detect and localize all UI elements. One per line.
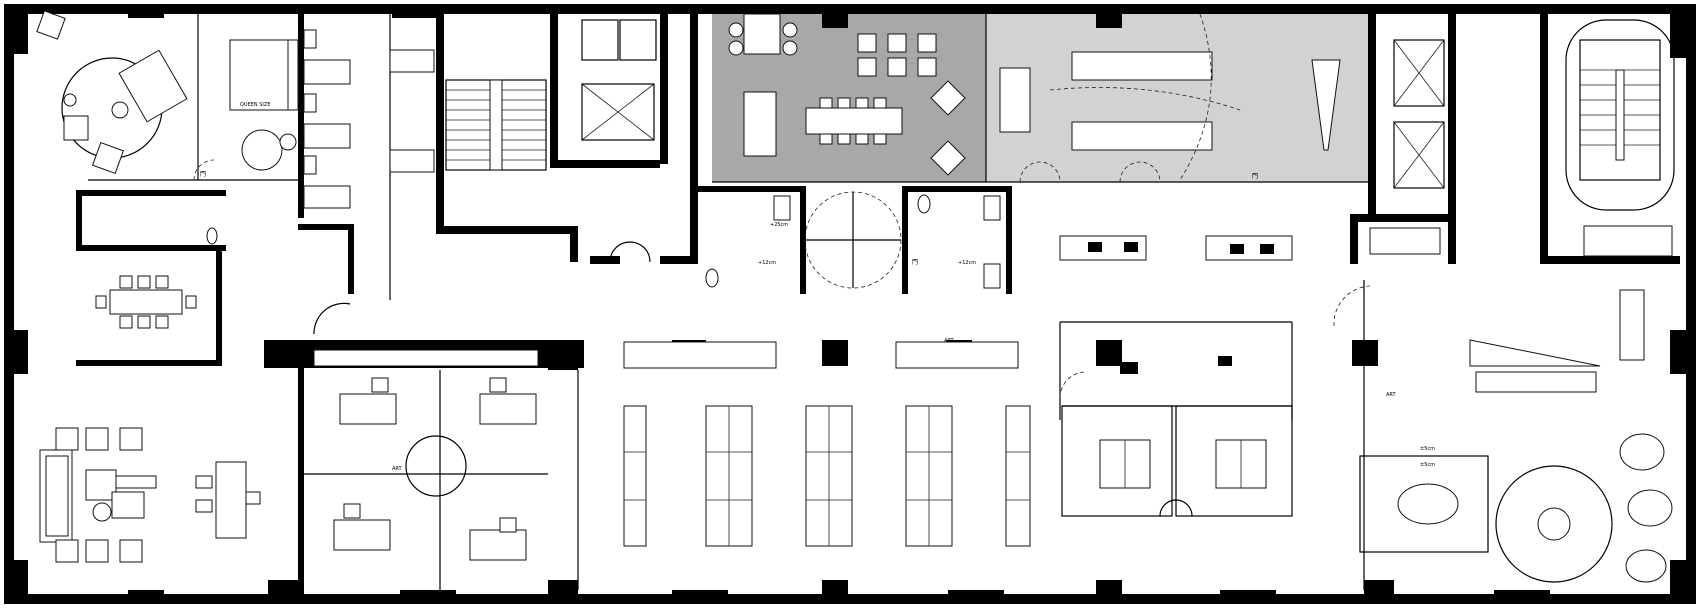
storage-cabinets: ART ART ART xyxy=(313,225,1673,472)
right-meeting-area: ±5cm ±5cm xyxy=(1397,433,1673,583)
dim-label: +12cm xyxy=(758,260,776,266)
private-office-desks xyxy=(303,29,435,209)
right-office-desks xyxy=(1099,439,1267,517)
outer-walls xyxy=(4,4,1696,604)
lobby-circle xyxy=(804,191,902,289)
door-swings: 門 門 門 xyxy=(193,159,1371,399)
center-office-desks xyxy=(333,377,537,561)
bed-icon: QUEEN SIZE xyxy=(229,39,299,171)
door-tag: 門 xyxy=(200,171,206,178)
bed-label: QUEEN SIZE xyxy=(240,102,270,108)
dim-label: ±5cm xyxy=(1420,446,1435,452)
dim-label: ±5cm xyxy=(1420,462,1435,468)
elevator-icon xyxy=(581,19,1445,189)
door-tag: 門 xyxy=(912,259,918,266)
workstation-rows xyxy=(623,405,1031,547)
sofa-icon xyxy=(39,427,261,563)
art-label: ART xyxy=(1386,392,1397,398)
meeting-room-left xyxy=(95,275,197,329)
pantry-furniture xyxy=(728,13,966,176)
toilet-icon: +25cm +12cm +12cm xyxy=(206,194,1001,289)
art-label: ART xyxy=(944,338,955,344)
art-label: ART xyxy=(392,466,403,472)
door-tag: 門 xyxy=(1252,173,1258,180)
right-side-desks xyxy=(1469,289,1645,393)
lounge-furniture xyxy=(36,10,188,175)
stair-right-icon xyxy=(1565,19,1675,211)
conference-furniture xyxy=(999,13,1341,183)
dim-label: +25cm xyxy=(770,222,788,228)
stair-icon xyxy=(445,79,547,171)
light-zone xyxy=(986,14,1370,182)
dim-label: +12cm xyxy=(958,260,976,266)
sink-icon xyxy=(1088,242,1274,374)
